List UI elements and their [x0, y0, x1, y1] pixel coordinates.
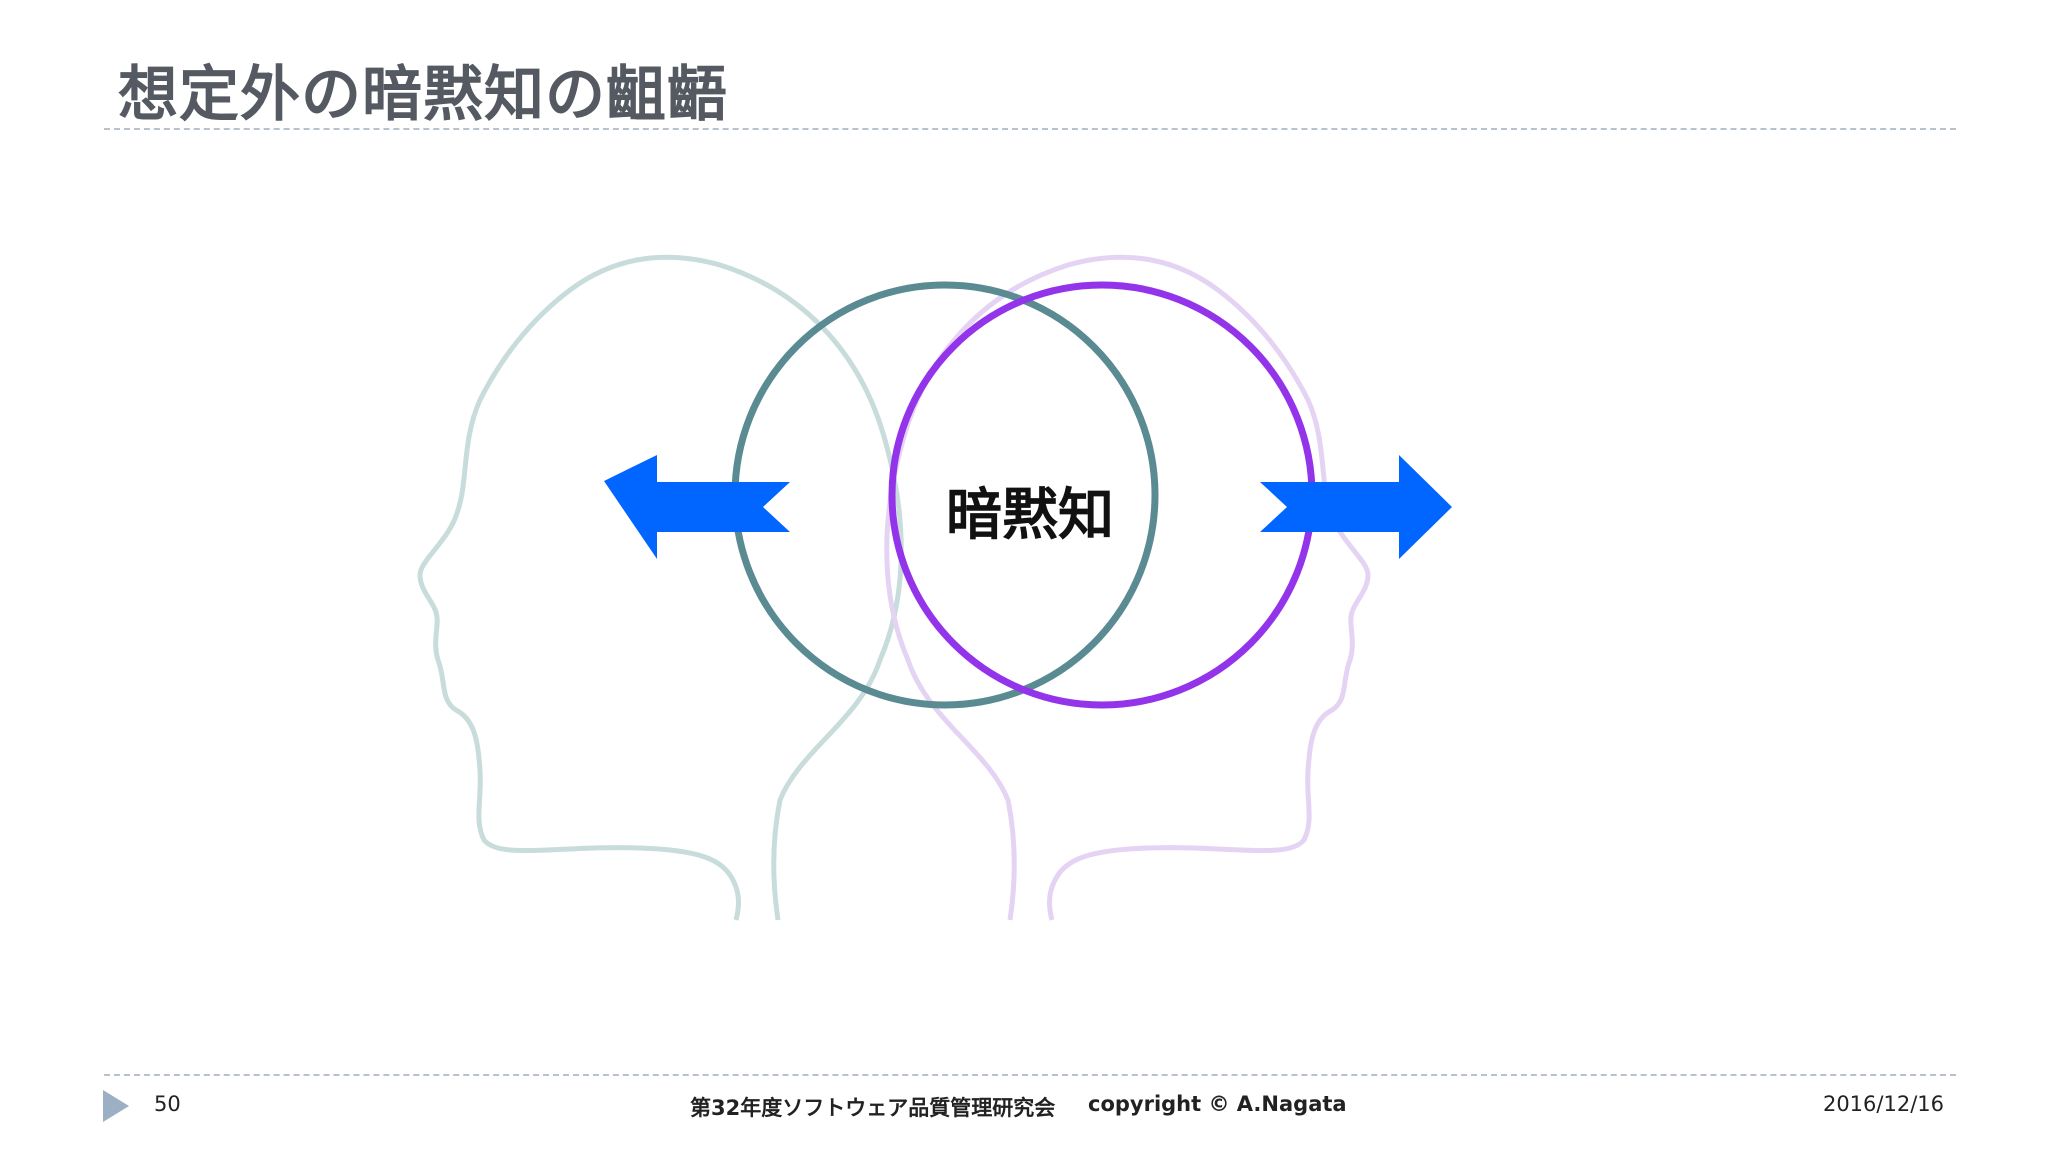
- right-head-outline: [884, 254, 1371, 921]
- slide-title: 想定外の暗黙知の齟齬: [118, 60, 728, 130]
- footer-divider: [104, 1074, 1956, 1076]
- footer-organization: 第32年度ソフトウェア品質管理研究会: [690, 1096, 1056, 1120]
- title-divider: [104, 128, 1956, 130]
- left-arrow-icon: [604, 455, 790, 559]
- footer-date: 2016/12/16: [1822, 1092, 1944, 1116]
- footer-copyright: copyright © A.Nagata: [1088, 1092, 1347, 1116]
- left-head-outline: [417, 254, 904, 921]
- right-arrow-icon: [1260, 455, 1452, 559]
- center-label: 暗黙知: [946, 483, 1114, 548]
- page-number: 50: [154, 1092, 181, 1116]
- play-triangle-icon: [103, 1090, 129, 1122]
